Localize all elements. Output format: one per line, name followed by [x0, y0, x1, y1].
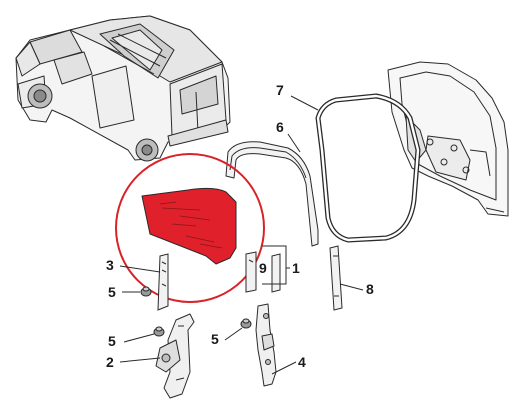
window-regulator-part-4	[255, 303, 277, 387]
callout-5-b: 5	[108, 333, 116, 349]
fastener-part-5-c	[240, 318, 252, 329]
window-regulator-part-2	[155, 313, 195, 399]
door-seal-part-7	[315, 93, 421, 243]
callout-1: 1	[292, 260, 300, 276]
fastener-part-5-a	[140, 286, 152, 297]
callout-5-a: 5	[108, 284, 116, 300]
run-channel-part-9	[245, 251, 257, 293]
callout-3: 3	[106, 257, 114, 273]
glass-channel-part-6	[225, 141, 319, 247]
door-frame-illustration	[387, 61, 509, 217]
callout-5-c: 5	[211, 331, 219, 347]
glass-holder-part-3	[157, 253, 169, 311]
callout-6: 6	[276, 119, 284, 135]
callout-4: 4	[298, 354, 306, 370]
door-glass-part	[141, 187, 237, 265]
callout-9: 9	[259, 260, 267, 276]
seal-strip-part-8	[329, 245, 343, 311]
callout-8: 8	[366, 281, 374, 297]
leader-lines	[119, 95, 364, 375]
van-illustration	[15, 15, 231, 162]
callout-7: 7	[276, 82, 284, 98]
guide-channel-part-1	[271, 253, 281, 293]
callout-2: 2	[106, 354, 114, 370]
highlight-ring	[115, 153, 265, 303]
fastener-part-5-b	[153, 326, 165, 337]
callout-labels: 7 6 3 5 9 1 8 5 5 2 4	[106, 82, 374, 370]
